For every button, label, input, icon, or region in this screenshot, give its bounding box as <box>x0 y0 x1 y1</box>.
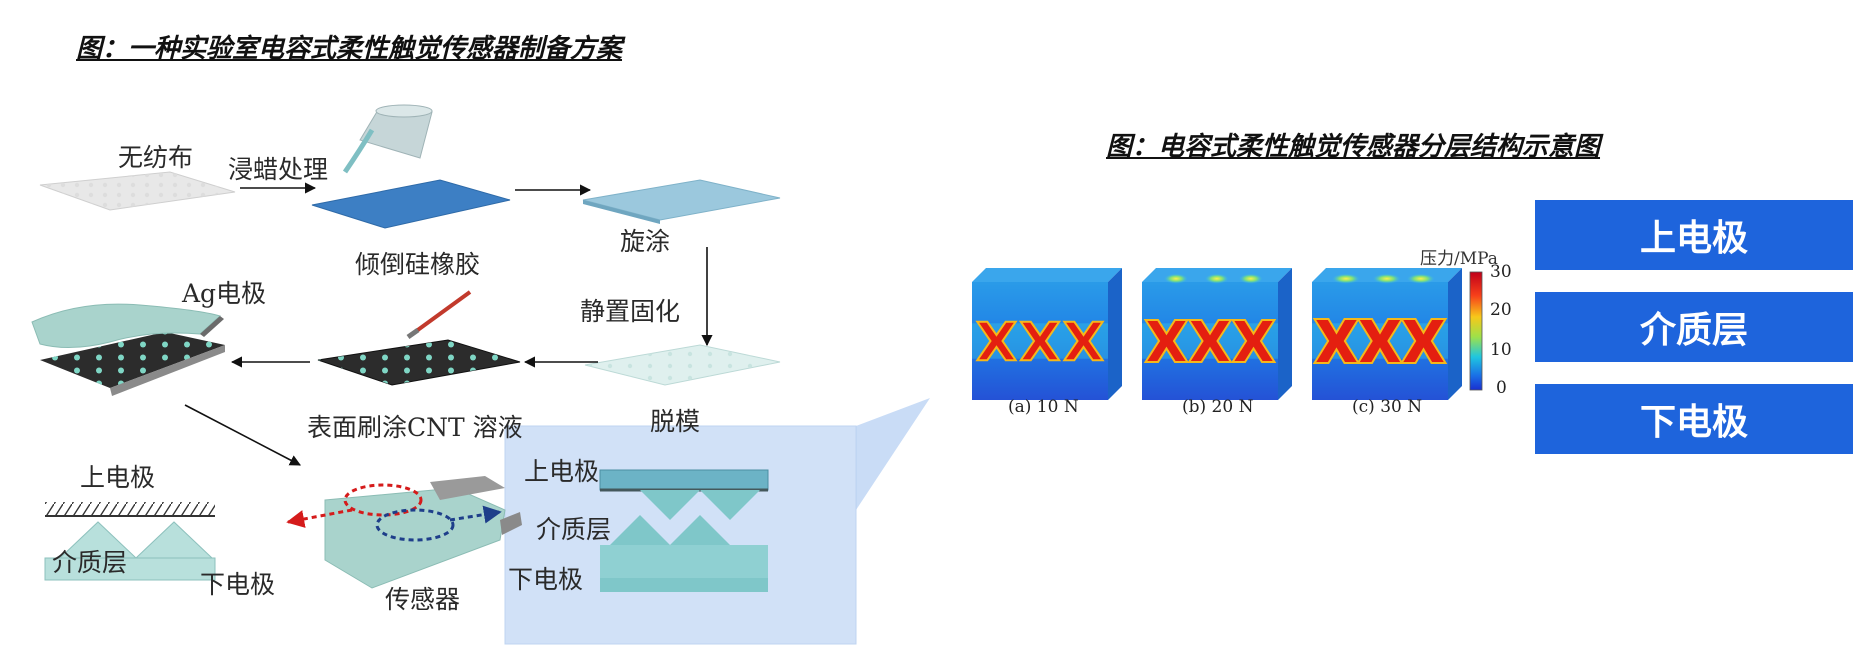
simulation-block <box>972 268 1122 400</box>
title-layer-structure: 图：电容式柔性触觉传感器分层结构示意图 <box>1106 132 1601 162</box>
caption-20n: (b) 20 N <box>1182 397 1254 417</box>
layer-box-top-electrode: 上电极 <box>1535 200 1853 270</box>
simulation-block <box>1142 268 1292 400</box>
arrow-to-sensor <box>184 404 301 466</box>
simulation-block <box>1312 268 1462 400</box>
brush-icon <box>406 290 472 340</box>
ag-electrode-assembly <box>31 303 225 396</box>
label-side-dielectric: 介质层 <box>52 548 128 577</box>
wax-sheet <box>311 179 511 229</box>
sensor-assembly <box>286 476 522 589</box>
label-brush-cnt: 表面刷涂CNT 溶液 <box>307 413 523 442</box>
label-cure: 静置固化 <box>580 297 681 326</box>
label-side-bottom-electrode: 下电极 <box>200 570 276 599</box>
layer-box-bottom-electrode: 下电极 <box>1535 384 1853 454</box>
label-ag-electrode: Ag电极 <box>182 279 267 308</box>
zoom-schematic <box>599 469 769 592</box>
callout-pointer <box>856 398 930 510</box>
legend-tick-0: 0 <box>1496 378 1507 398</box>
caption-10n: (a) 10 N <box>1008 397 1079 417</box>
legend-title: 压力/MPa <box>1420 249 1498 269</box>
layer-box-dielectric: 介质层 <box>1535 292 1853 362</box>
pouring-cup-icon <box>342 104 433 174</box>
side-schematic <box>44 502 216 581</box>
label-pour-silicone: 倾倒硅橡胶 <box>355 250 481 279</box>
spin-coat-sheet <box>582 179 781 221</box>
title-fabrication: 图：一种实验室电容式柔性触觉传感器制备方案 <box>76 34 623 64</box>
label-side-top-electrode: 上电极 <box>80 463 156 492</box>
label-wax-treatment: 浸蜡处理 <box>228 155 329 184</box>
simulation-blocks <box>972 268 1462 400</box>
label-nonwoven: 无纺布 <box>118 143 194 172</box>
label-zoom-dielectric: 介质层 <box>536 515 612 544</box>
legend-tick-10: 10 <box>1490 340 1512 360</box>
legend-tick-20: 20 <box>1490 300 1512 320</box>
label-spin-coat: 旋涂 <box>620 227 671 256</box>
label-sensor: 传感器 <box>385 585 461 614</box>
label-demold: 脱模 <box>650 407 701 436</box>
label-zoom-top-electrode: 上电极 <box>524 457 600 486</box>
label-zoom-bottom-electrode: 下电极 <box>508 565 584 594</box>
legend-tick-30: 30 <box>1490 262 1512 282</box>
caption-30n: (c) 30 N <box>1352 397 1423 417</box>
color-legend-bar <box>1469 271 1483 391</box>
